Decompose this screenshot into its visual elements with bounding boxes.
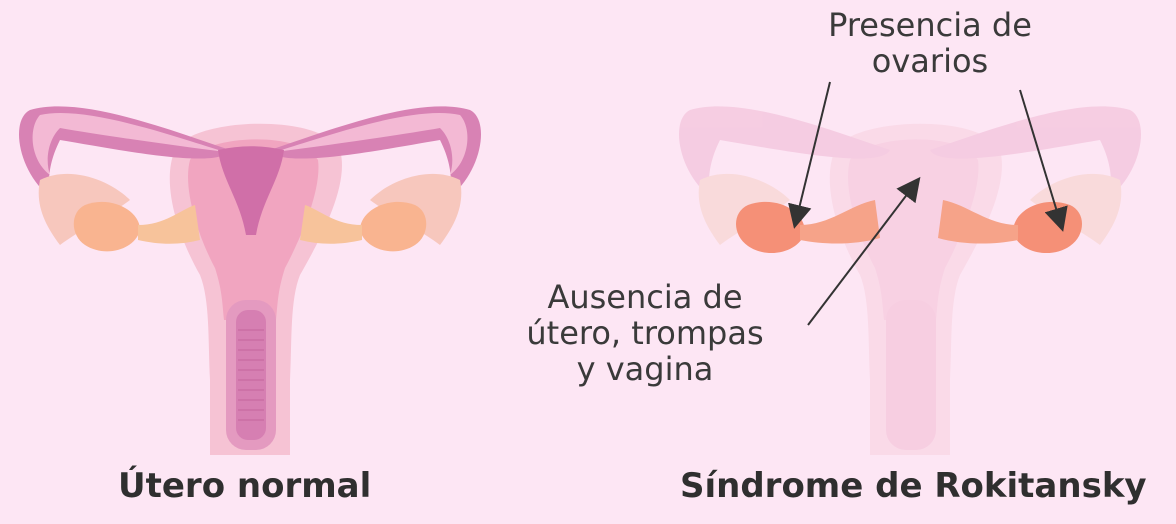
absence-label-line1: Ausencia de <box>495 280 795 316</box>
absence-label-line2: útero, trompas <box>495 316 795 352</box>
absence-label-line3: y vagina <box>495 352 795 388</box>
normal-uterus-caption: Útero normal <box>118 466 371 506</box>
ovaries-label: Presencia de ovarios <box>780 8 1080 80</box>
normal-uterus-illustration <box>19 106 481 455</box>
ovaries-label-line2: ovarios <box>780 44 1080 80</box>
ovaries-label-line1: Presencia de <box>780 8 1080 44</box>
absence-label: Ausencia de útero, trompas y vagina <box>495 280 795 387</box>
rokitansky-caption: Síndrome de Rokitansky <box>680 466 1147 506</box>
